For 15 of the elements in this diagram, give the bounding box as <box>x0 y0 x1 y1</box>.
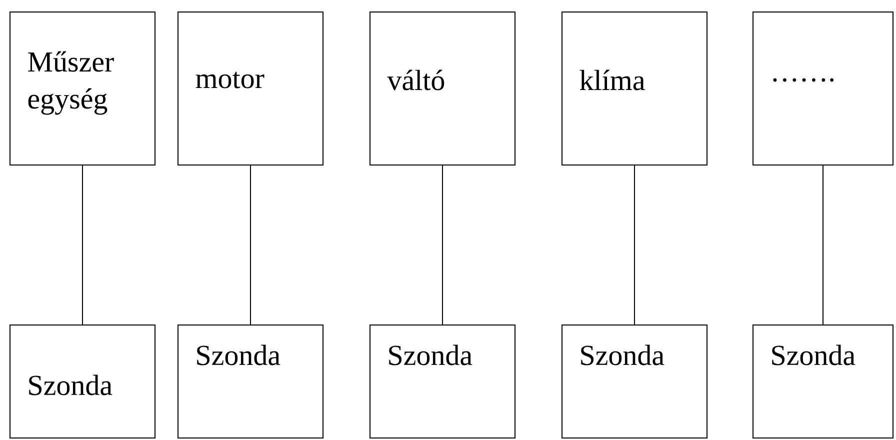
probe-box: Szonda <box>178 324 324 438</box>
connector-line <box>82 165 83 325</box>
probe-box: Szonda <box>10 324 156 438</box>
connector-line <box>442 165 443 325</box>
module-box: Műszer egység <box>10 12 156 166</box>
connector-line <box>634 165 635 325</box>
module-box: váltó <box>370 12 516 166</box>
module-box: motor <box>178 12 324 166</box>
probe-box: Szonda <box>562 324 708 438</box>
module-box: ……. <box>752 12 894 166</box>
probe-box: Szonda <box>752 324 894 438</box>
probe-box: Szonda <box>370 324 516 438</box>
module-box: klíma <box>562 12 708 166</box>
connector-line <box>250 165 251 325</box>
connector-line <box>822 165 824 325</box>
